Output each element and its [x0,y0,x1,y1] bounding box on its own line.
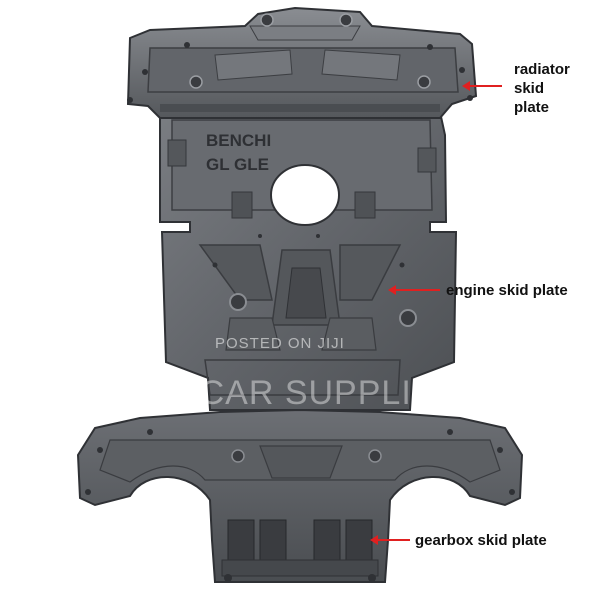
radiator-label: radiator skid plate [514,60,570,117]
embossed-text-line1: BENCHI [206,131,271,150]
gearbox-label: gearbox skid plate [415,532,547,549]
embossed-text-line2: GL GLE [206,155,269,174]
callout-arrows [370,81,502,545]
engine-label: engine skid plate [446,282,568,299]
engine-skid-plate [159,111,458,424]
radiator-skid-plate [126,6,478,119]
radiator-label-line2: skid [514,80,545,97]
watermark-large: LUX CAR SUPPLIES [120,374,460,412]
radiator-label-line1: radiator [514,61,570,78]
watermark-small: POSTED ON JIJI [215,335,345,352]
radiator-label-line3: plate [514,99,550,116]
gearbox-skid-plate [76,408,524,583]
